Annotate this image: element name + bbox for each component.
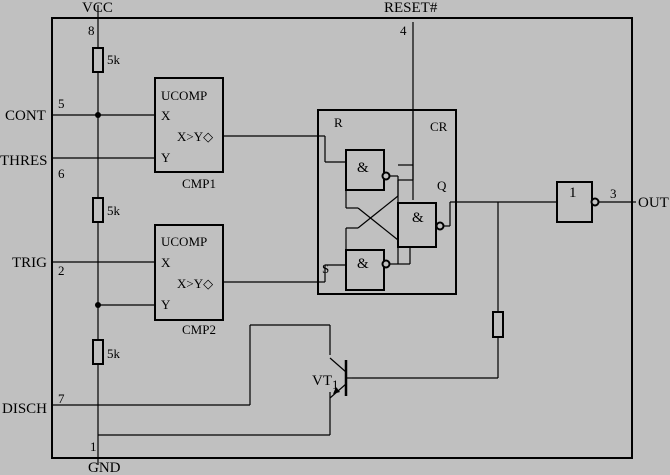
- nand-gate-bottom-inverter: [381, 259, 391, 269]
- flipflop-q-label: Q: [437, 178, 447, 193]
- nand-gate-bottom-symbol: &: [357, 256, 369, 272]
- pin-out-label: OUT: [638, 195, 669, 211]
- output-buffer-label: 1: [569, 185, 577, 201]
- nand-gate-top-symbol: &: [357, 160, 369, 176]
- pin-gnd-label: GND: [88, 460, 121, 475]
- cmp2-name: CMP2: [182, 322, 216, 337]
- resistor-r3-label: 5k: [107, 346, 121, 361]
- flipflop-internal-wires: [318, 22, 414, 283]
- flipflop-r-label: R: [334, 115, 343, 130]
- cmp2-output-label: X>Y◇: [177, 276, 213, 291]
- pin-cont-label: CONT: [5, 108, 46, 124]
- cmp1-name: CMP1: [182, 176, 216, 191]
- pin-disch-label: DISCH: [2, 401, 47, 417]
- cmp2-input-y: Y: [161, 297, 171, 312]
- comparator-cmp2: [154, 224, 224, 321]
- pin-reset-number: 4: [400, 23, 407, 38]
- output-buffer-inverter: [590, 197, 600, 207]
- cmp1-input-y: Y: [161, 150, 171, 165]
- resistor-r1: [92, 47, 104, 73]
- transistor-label: VT1: [312, 373, 339, 392]
- resistor-r2: [92, 197, 104, 223]
- pin-trig-number: 2: [58, 263, 65, 278]
- nand-gate-output-inverter: [435, 221, 445, 231]
- pin-thres-label: THRES: [0, 153, 48, 169]
- comparator-cmp1: [154, 77, 224, 173]
- pin-out-number: 3: [610, 186, 617, 201]
- resistor-r3: [92, 339, 104, 365]
- pin-disch-number: 7: [58, 391, 65, 406]
- cmp1-output-label: X>Y◇: [177, 129, 213, 144]
- cmp2-input-x: X: [161, 255, 171, 270]
- pin-reset-label: RESET#: [384, 0, 438, 16]
- cmp2-title: UCOMP: [161, 234, 207, 249]
- resistor-r2-label: 5k: [107, 203, 121, 218]
- pin-cont-number: 5: [58, 96, 65, 111]
- input-wires: [52, 114, 331, 436]
- cmp1-title: UCOMP: [161, 88, 207, 103]
- pin-gnd-number: 1: [90, 439, 97, 454]
- resistor-base: [492, 311, 504, 338]
- flipflop-cr-label: CR: [430, 119, 448, 134]
- output-wires: [352, 201, 636, 379]
- pin-thres-number: 6: [58, 166, 65, 181]
- pin-trig-label: TRIG: [12, 255, 47, 271]
- pin-vcc-number: 8: [88, 23, 95, 38]
- nand-gate-top-inverter: [381, 171, 391, 181]
- nand-gate-bottom: [345, 249, 385, 291]
- output-buffer: [556, 181, 593, 223]
- cmp1-input-x: X: [161, 108, 171, 123]
- comparator-output-wires: [223, 135, 318, 283]
- resistor-r1-label: 5k: [107, 52, 121, 67]
- chip-outline: [51, 17, 633, 459]
- nand-gate-output-symbol: &: [412, 210, 424, 226]
- nand-gate-top: [345, 149, 385, 191]
- flipflop-s-label: S: [322, 261, 329, 276]
- discharge-transistor: [329, 357, 352, 399]
